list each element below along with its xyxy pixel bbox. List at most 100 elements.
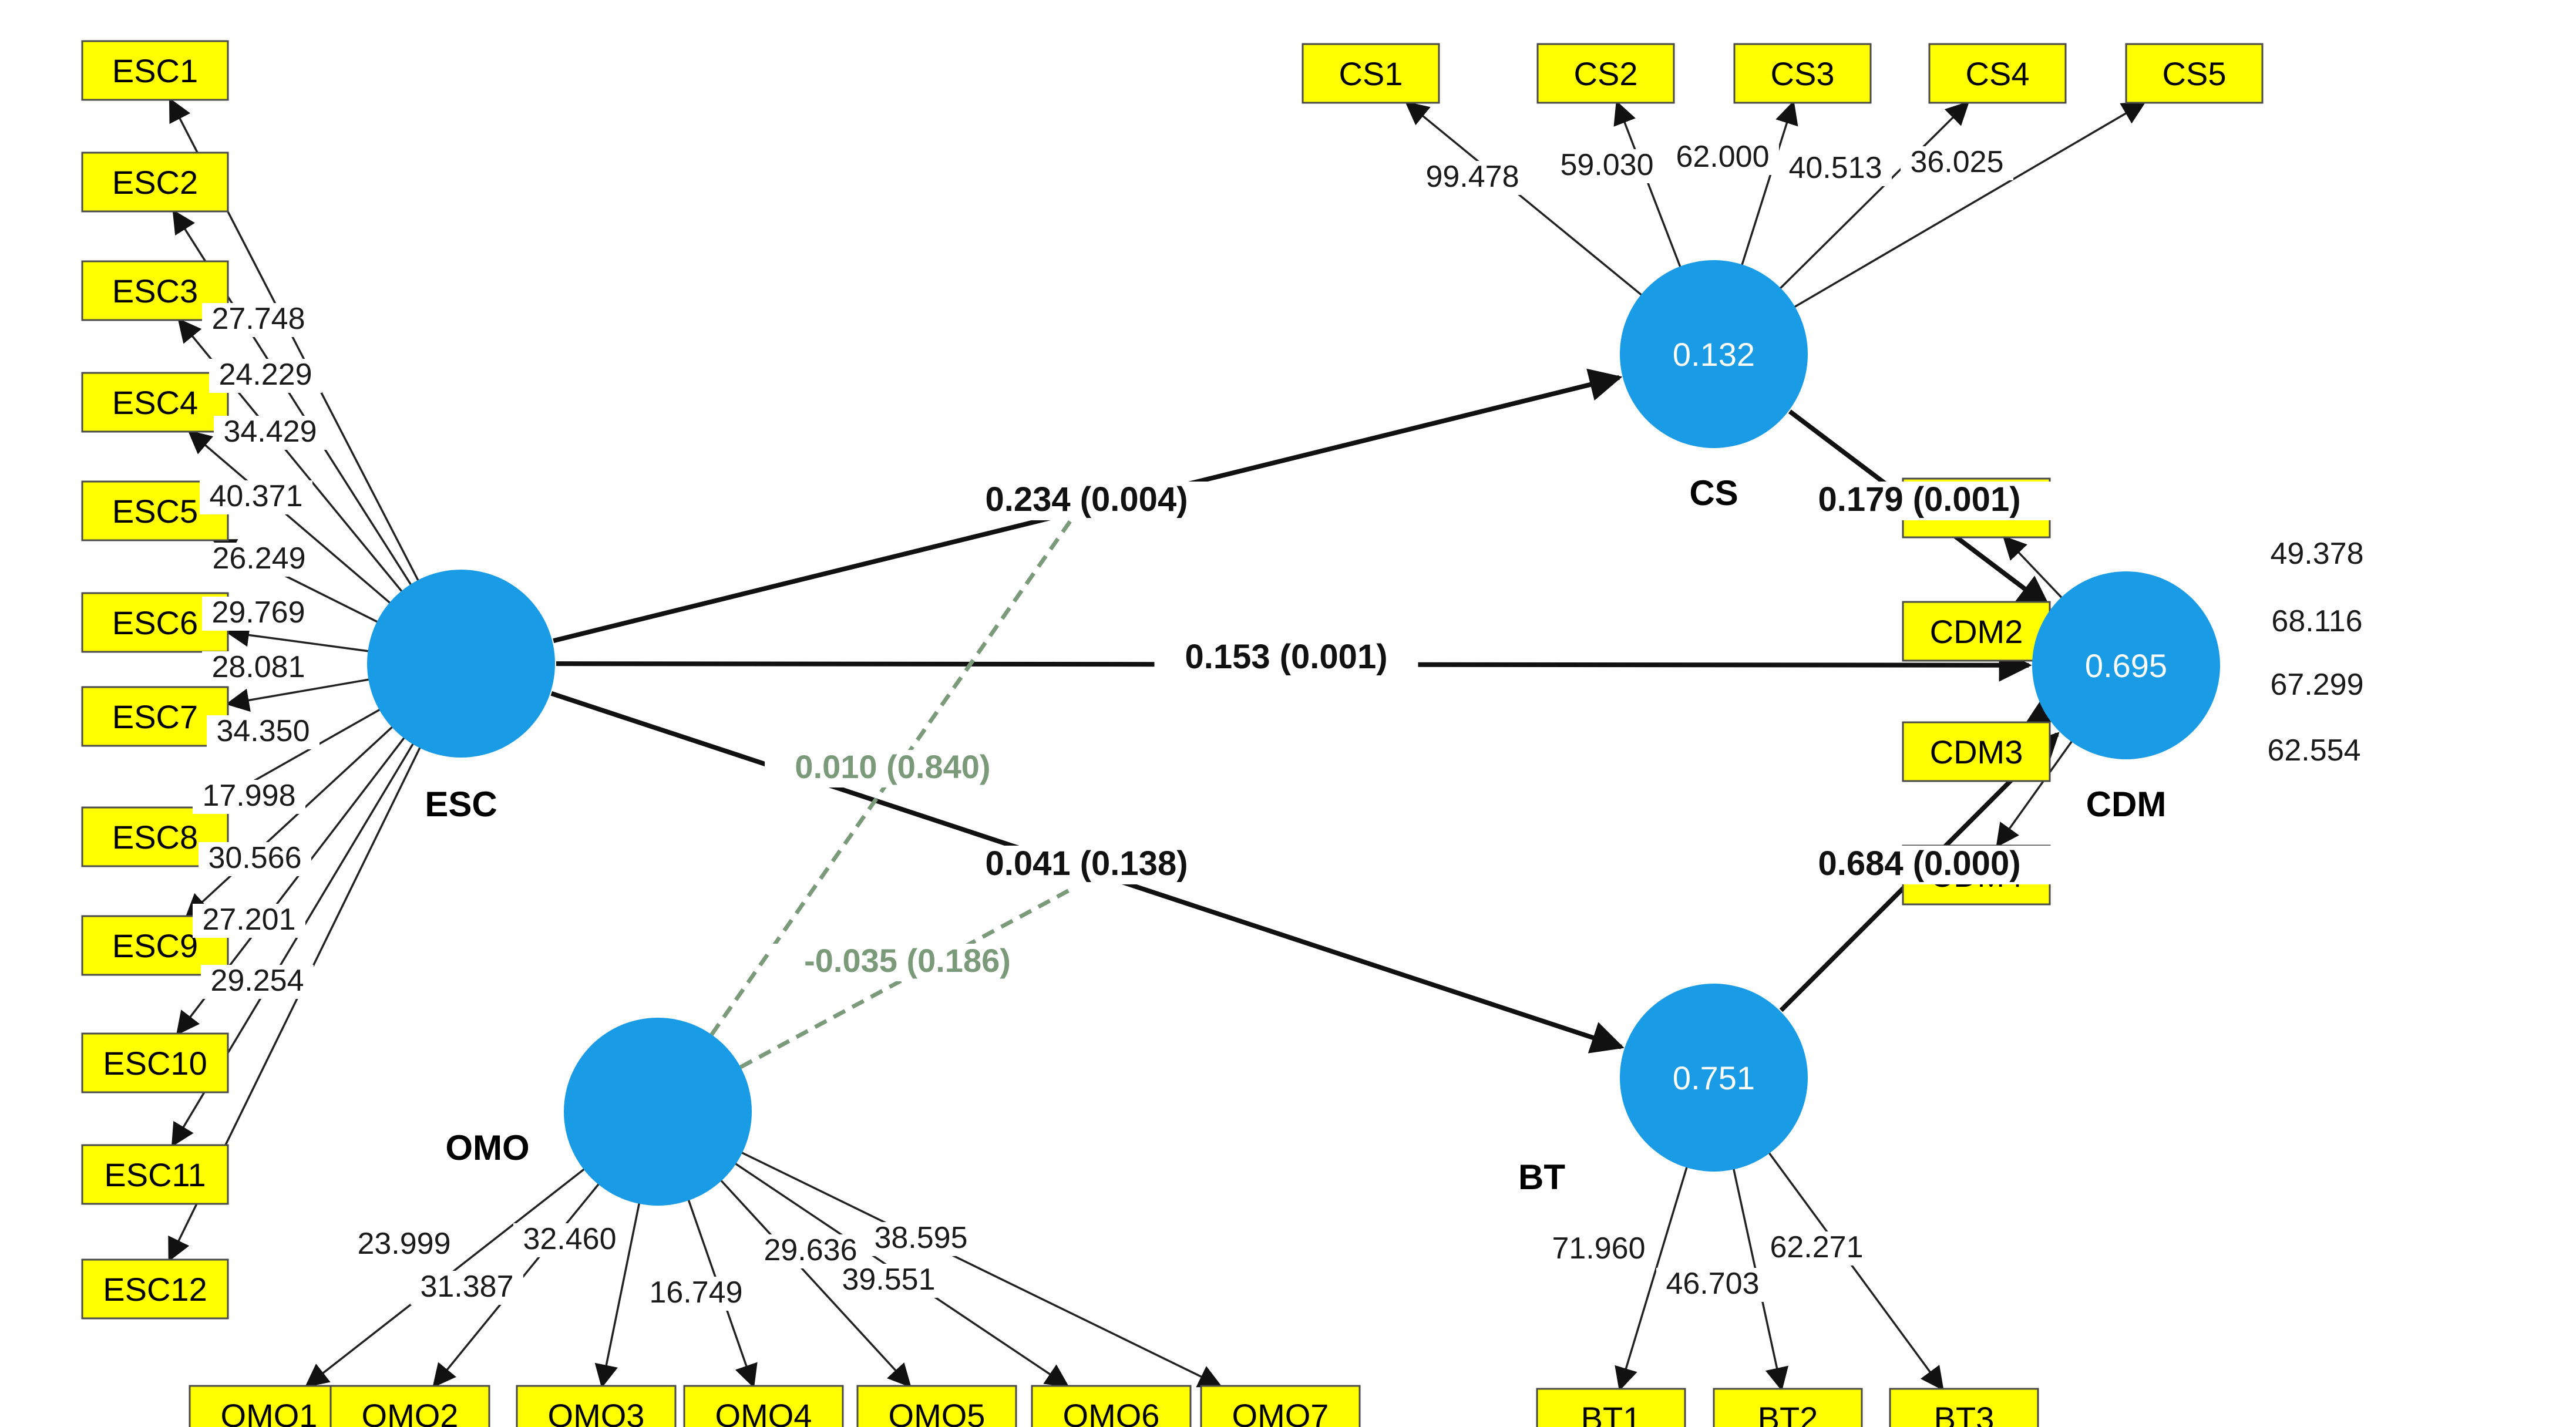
loading-arrow-bt3 <box>1767 1150 1944 1391</box>
loading-label-bg-cs1 <box>1416 161 1529 195</box>
indicator-box-cdm3[interactable] <box>1902 721 2051 782</box>
indicator-label-esc7: ESC7 <box>112 698 198 735</box>
loading-value-esc10: 30.566 <box>208 841 301 875</box>
indicator-label-omo3: OMO3 <box>548 1397 645 1427</box>
indicator-box-esc10[interactable] <box>81 1032 229 1093</box>
loading-label-bg-bt2 <box>1656 1268 1769 1302</box>
loading-label-bg-esc10 <box>199 842 311 876</box>
path-label-bg-bt-cdm <box>1787 846 2052 884</box>
loading-arrow-esc6 <box>226 623 371 652</box>
loading-label-bg-esc3 <box>214 416 327 450</box>
indicator-label-esc10: ESC10 <box>103 1045 207 1082</box>
indicator-box-esc3[interactable] <box>81 260 229 321</box>
loading-label-bg-esc2 <box>209 359 322 393</box>
loading-label-bg-cdm2 <box>2261 605 2373 640</box>
loading-label-bg-esc6 <box>202 597 315 631</box>
indicator-box-esc1[interactable] <box>81 40 229 101</box>
indicator-box-bt1[interactable] <box>1536 1388 1686 1427</box>
indicator-label-cs4: CS4 <box>1966 55 2030 92</box>
loading-label-bg-omo7 <box>865 1222 977 1256</box>
indicator-label-esc3: ESC3 <box>112 272 198 309</box>
indicator-box-esc5[interactable] <box>81 480 229 541</box>
indicator-label-esc2: ESC2 <box>112 164 198 201</box>
construct-cdm[interactable] <box>2032 571 2220 759</box>
path-coefficient-esc-to-cs: 0.234 (0.004) <box>985 480 1188 519</box>
loading-value-esc3: 34.429 <box>223 415 317 449</box>
indicator-box-cs3[interactable] <box>1733 43 1872 104</box>
construct-omo[interactable] <box>564 1018 752 1206</box>
loading-label-bg-omo5 <box>754 1234 867 1268</box>
path-coefficient-cs-to-cdm: 0.179 (0.001) <box>1818 480 2020 519</box>
indicator-box-omo5[interactable] <box>856 1385 1017 1427</box>
indicator-box-cs5[interactable] <box>2125 43 2264 104</box>
loading-label-bg-bt1 <box>1542 1233 1655 1267</box>
loading-label-bg-esc7 <box>202 651 315 685</box>
indicator-label-esc1: ESC1 <box>112 52 198 89</box>
indicator-label-bt3: BT3 <box>1934 1400 1995 1427</box>
loading-arrow-omo5 <box>719 1178 912 1388</box>
indicator-box-omo6[interactable] <box>1031 1385 1192 1427</box>
indicator-label-esc4: ESC4 <box>112 384 198 421</box>
indicator-box-cs1[interactable] <box>1302 43 1440 104</box>
indicator-box-cs4[interactable] <box>1928 43 2067 104</box>
loading-arrow-omo7 <box>739 1150 1223 1388</box>
loading-value-esc12: 29.254 <box>210 964 304 998</box>
indicator-box-cdm2[interactable] <box>1902 601 2051 662</box>
loading-value-bt1: 71.960 <box>1552 1231 1645 1266</box>
loading-label-bg-cs2 <box>1551 149 1663 183</box>
loading-label-bg-omo1 <box>348 1228 460 1262</box>
loading-value-esc11: 27.201 <box>202 903 295 937</box>
r-squared-cdm: 0.695 <box>2085 647 2167 684</box>
indicator-box-esc8[interactable] <box>81 806 229 867</box>
indicator-box-esc12[interactable] <box>81 1258 229 1320</box>
construct-name-omo: OMO <box>445 1128 529 1167</box>
loading-arrow-cs3 <box>1740 100 1798 267</box>
indicator-box-omo3[interactable] <box>516 1385 677 1427</box>
construct-bt[interactable] <box>1620 984 1808 1172</box>
loading-value-omo2: 31.387 <box>420 1270 513 1304</box>
indicator-box-esc11[interactable] <box>81 1144 229 1205</box>
loading-value-omo6: 39.551 <box>842 1263 935 1297</box>
loading-value-bt3: 62.271 <box>1770 1230 1863 1264</box>
construct-cs[interactable] <box>1620 260 1808 448</box>
indicator-box-esc2[interactable] <box>81 152 229 213</box>
loading-value-omo1: 23.999 <box>357 1227 450 1261</box>
loading-label-bg-esc8 <box>207 715 320 749</box>
indicator-label-cs1: CS1 <box>1339 55 1403 92</box>
loading-label-bg-esc9 <box>193 780 305 814</box>
indicator-label-cdm3: CDM3 <box>1930 733 2023 770</box>
indicator-label-bt2: BT2 <box>1758 1400 1818 1427</box>
loading-value-esc4: 40.371 <box>209 479 302 513</box>
indicator-box-omo4[interactable] <box>683 1385 844 1427</box>
loading-label-bg-cs4 <box>1779 152 1892 186</box>
indicator-label-bt1: BT1 <box>1581 1400 1642 1427</box>
path-coefficient-bt-to-cdm: 0.684 (0.000) <box>1818 844 2020 883</box>
loading-label-bg-cs5 <box>1901 146 2013 180</box>
indicator-box-bt2[interactable] <box>1713 1388 1863 1427</box>
indicator-box-esc7[interactable] <box>81 686 229 747</box>
indicator-box-cs2[interactable] <box>1536 43 1675 104</box>
loading-arrow-cs4 <box>1778 101 1970 291</box>
loading-value-bt2: 46.703 <box>1666 1267 1759 1301</box>
path-label-bg-esc-cdm <box>1154 639 1418 678</box>
moderation-coefficient-esc-bt: -0.035 (0.186) <box>804 942 1011 979</box>
indicator-box-bt3[interactable] <box>1889 1388 2039 1427</box>
indicator-label-esc8: ESC8 <box>112 819 198 856</box>
indicator-label-cs3: CS3 <box>1771 55 1835 92</box>
indicator-box-omo7[interactable] <box>1200 1385 1361 1427</box>
loading-value-omo7: 38.595 <box>874 1221 967 1255</box>
construct-esc[interactable] <box>367 570 555 758</box>
loading-arrow-cs1 <box>1404 101 1644 297</box>
loading-arrow-cs5 <box>1792 101 2146 309</box>
loading-value-cs1: 99.478 <box>1425 160 1519 194</box>
loading-arrow-omo3 <box>594 1201 641 1388</box>
indicator-box-esc4[interactable] <box>81 372 229 433</box>
indicator-label-esc5: ESC5 <box>112 493 198 530</box>
indicator-label-cdm2: CDM2 <box>1930 613 2023 650</box>
loading-label-bg-omo2 <box>411 1271 523 1305</box>
indicator-box-omo2[interactable] <box>329 1385 490 1427</box>
loading-label-bg-esc11 <box>193 904 305 938</box>
loading-value-esc7: 28.081 <box>211 650 305 684</box>
